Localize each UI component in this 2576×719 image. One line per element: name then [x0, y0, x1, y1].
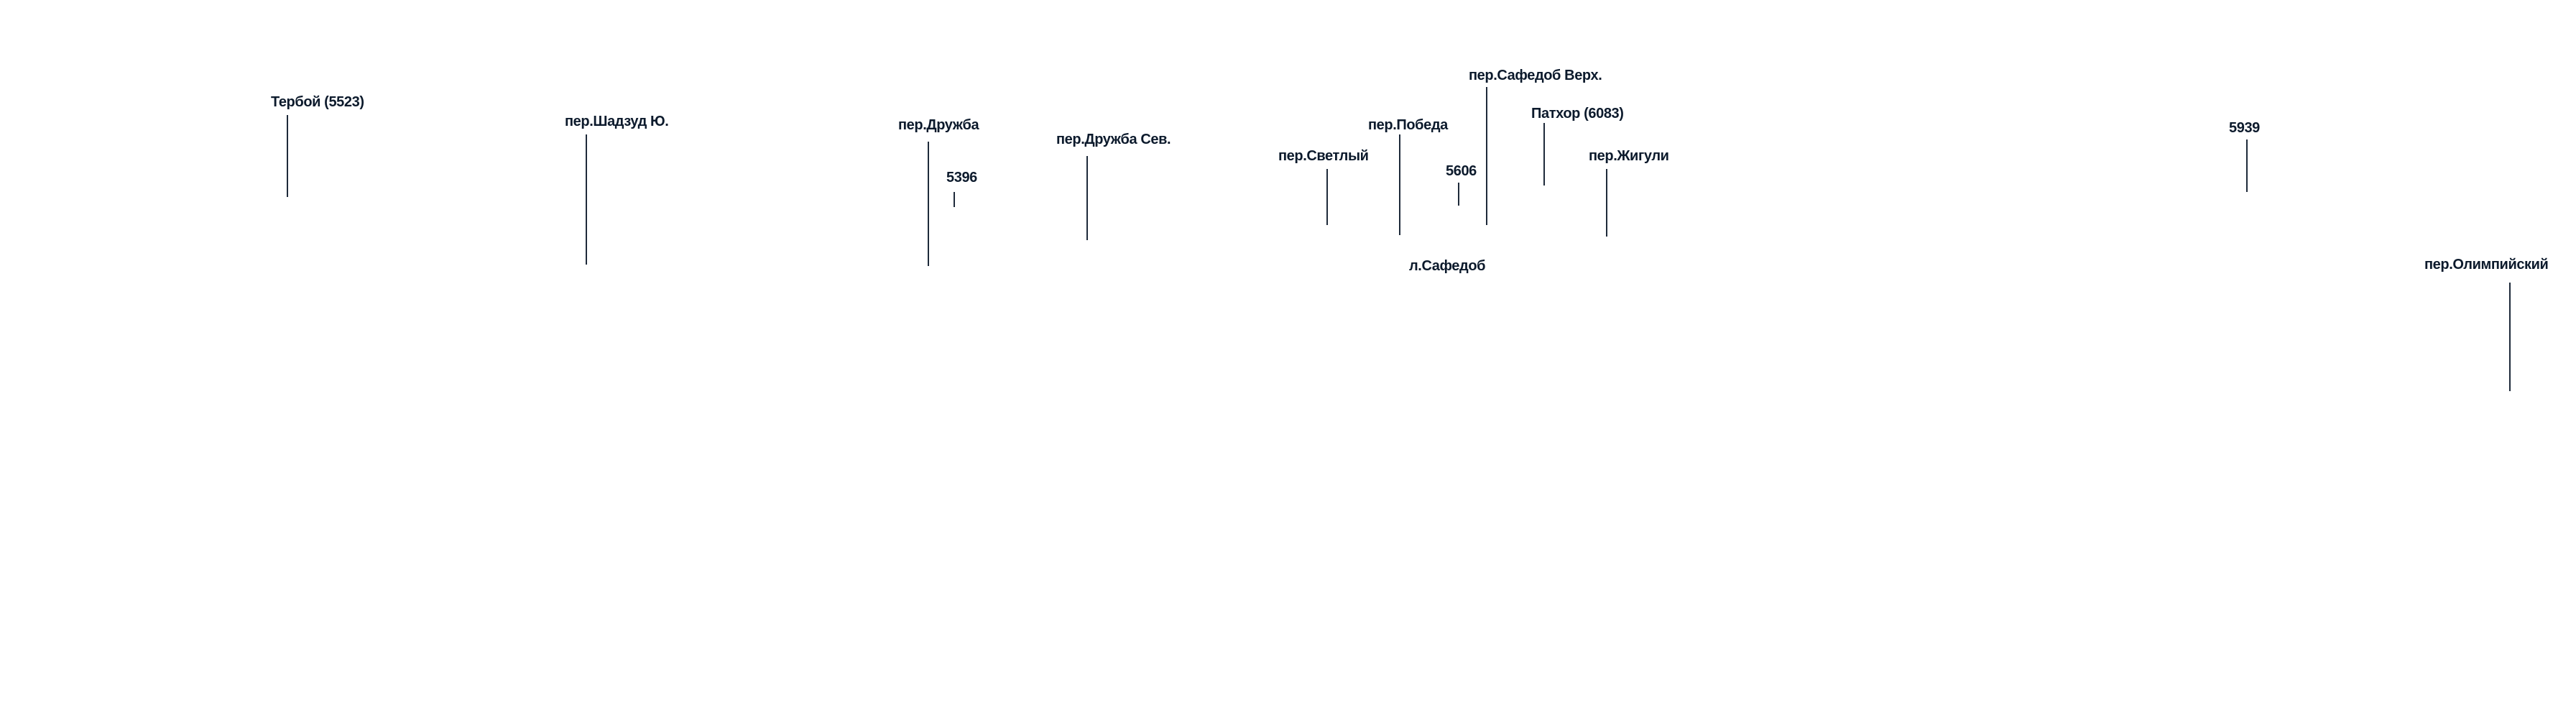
map-label-5396[interactable]: 5396: [946, 170, 977, 186]
leader-line: [1399, 134, 1400, 235]
map-label-terboy[interactable]: Тербой (5523): [271, 94, 364, 110]
leader-line: [1543, 123, 1545, 186]
map-label-druzhba[interactable]: пер.Дружба: [898, 117, 979, 133]
map-label-zhiguli[interactable]: пер.Жигули: [1589, 148, 1669, 164]
map-label-pobeda[interactable]: пер.Победа: [1368, 117, 1448, 133]
map-label-5939[interactable]: 5939: [2229, 120, 2260, 136]
map-label-5606[interactable]: 5606: [1446, 163, 1477, 179]
leader-line: [2509, 283, 2511, 391]
leader-line: [1086, 156, 1088, 240]
map-label-patkhor[interactable]: Патхор (6083): [1531, 106, 1624, 122]
map-label-shadzud[interactable]: пер.Шадзуд Ю.: [565, 114, 669, 129]
map-label-olimpiysky[interactable]: пер.Олимпийский: [2424, 257, 2549, 273]
leader-line: [1486, 87, 1487, 225]
map-label-safedob-verkh[interactable]: пер.Сафедоб Верх.: [1469, 68, 1602, 83]
leader-line: [586, 134, 587, 265]
map-label-svetly[interactable]: пер.Светлый: [1278, 148, 1369, 164]
leader-line: [954, 192, 955, 207]
map-label-druzhba-sev[interactable]: пер.Дружба Сев.: [1056, 132, 1171, 147]
map-label-safedob[interactable]: л.Сафедоб: [1409, 258, 1486, 274]
leader-line: [928, 142, 929, 266]
leader-line: [1326, 169, 1328, 225]
leader-line: [287, 115, 288, 197]
leader-line: [1606, 169, 1607, 237]
leader-line: [1458, 183, 1459, 206]
leader-line: [2246, 139, 2248, 192]
